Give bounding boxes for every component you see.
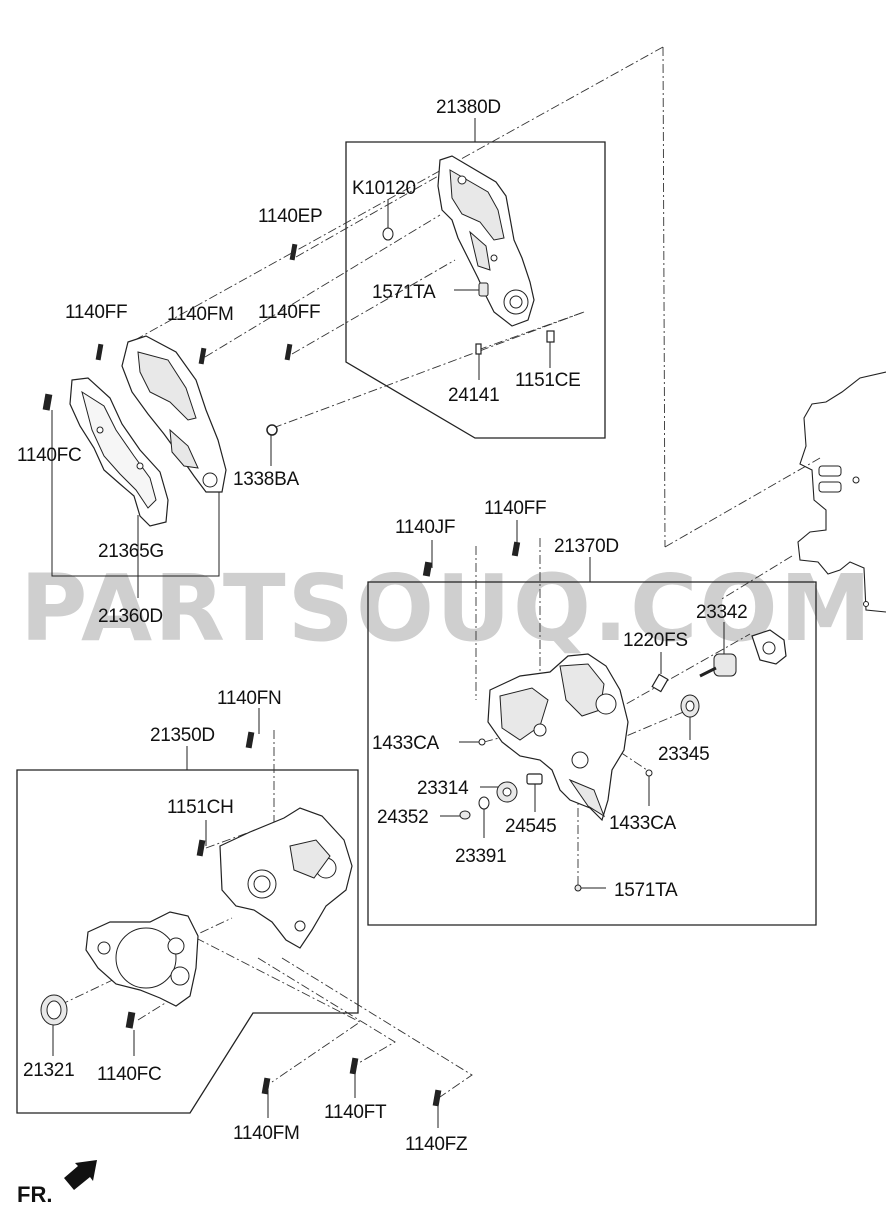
label-1140FF-a: 1140FF [65, 302, 127, 323]
label-1433CA-a: 1433CA [372, 733, 439, 754]
label-1571TA-top: 1571TA [372, 282, 436, 303]
label-21380D: 21380D [436, 97, 501, 118]
label-1151CH: 1151CH [167, 797, 234, 818]
label-24141: 24141 [448, 385, 499, 406]
label-1140FT: 1140FT [324, 1102, 387, 1123]
label-21370D: 21370D [554, 536, 619, 557]
group-box-21350D [16, 769, 359, 1114]
seal-21321 [40, 994, 68, 1026]
label-21360D: 21360D [98, 606, 163, 627]
label-1140FZ: 1140FZ [405, 1134, 468, 1155]
bolt-icon [42, 243, 521, 1107]
label-1220FS: 1220FS [623, 630, 688, 651]
part-21365G-gasket [69, 377, 169, 527]
label-1151CE: 1151CE [515, 370, 580, 391]
label-1140FM-a: 1140FM [167, 304, 234, 325]
direction-label: FR. [17, 1182, 52, 1207]
label-21321: 21321 [23, 1060, 74, 1081]
label-1338BA: 1338BA [233, 469, 299, 490]
sleeve-24545 [526, 773, 543, 785]
leader-lines [51, 118, 725, 1128]
washer-23391 [478, 796, 490, 810]
part-21380D-plate [437, 155, 535, 327]
label-1140FM-b: 1140FM [233, 1123, 300, 1144]
part-labels: 21380D K10120 1140EP 1571TA 1140FF 1140F… [17, 97, 748, 1155]
label-1140FN: 1140FN [217, 688, 281, 709]
label-1140FC-b: 1140FC [97, 1064, 161, 1085]
engine-block-outline [797, 371, 886, 613]
group-box-21380D [345, 141, 606, 439]
label-1140FF-c: 1140FF [484, 498, 546, 519]
plug-1433CA-a [478, 738, 486, 746]
group-box-21370D [367, 581, 817, 926]
dowel-1571TA-top [478, 282, 489, 297]
label-23314: 23314 [417, 778, 469, 799]
pin-24141 [475, 343, 482, 355]
label-21350D: 21350D [150, 725, 215, 746]
label-23391: 23391 [455, 846, 506, 867]
arrow-icon [64, 1160, 97, 1190]
watermark: PARTSOUQ.COM [20, 555, 873, 662]
stud-1151CE [546, 330, 555, 343]
label-21365G: 21365G [98, 541, 164, 562]
sprocket-23314 [496, 781, 518, 803]
label-1571TA-bottom: 1571TA [614, 880, 678, 901]
plug-1433CA-b [645, 769, 653, 777]
label-24352: 24352 [377, 807, 428, 828]
label-1140FC-a: 1140FC [17, 445, 81, 466]
part-21350D-gasket [85, 911, 199, 1007]
label-1140EP: 1140EP [258, 206, 322, 227]
label-23345: 23345 [658, 744, 709, 765]
gear-23345 [680, 694, 700, 718]
label-23342: 23342 [696, 602, 747, 623]
label-1433CA-b: 1433CA [609, 813, 676, 834]
dowel-1571TA-bottom [574, 884, 582, 892]
part-23342-pump-drive [699, 629, 787, 678]
label-K10120: K10120 [352, 178, 416, 199]
alignment-lines [59, 46, 821, 1098]
part-21350D-cover [219, 807, 353, 949]
label-1140JF: 1140JF [395, 517, 455, 538]
nut-24352 [459, 810, 471, 820]
label-24545: 24545 [505, 816, 556, 837]
part-21360D-cover [121, 335, 227, 493]
oring-K10120 [382, 227, 394, 241]
label-1140FF-b: 1140FF [258, 302, 320, 323]
bolt-1220FS [651, 673, 669, 693]
part-21370D-case [487, 653, 629, 822]
